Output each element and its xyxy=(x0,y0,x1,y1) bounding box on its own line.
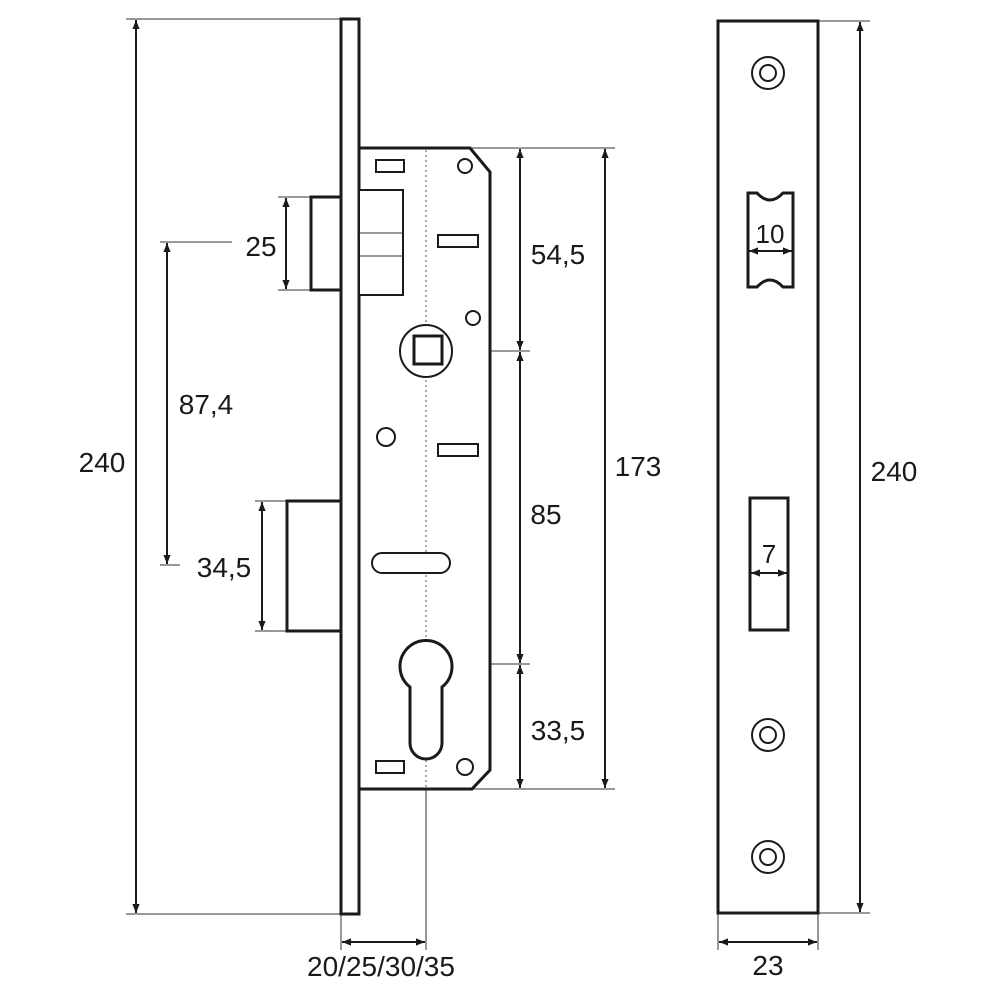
screw-hole-bottom xyxy=(751,840,785,874)
label-body-height: 173 xyxy=(615,451,662,482)
label-backset: 20/25/30/35 xyxy=(307,951,455,982)
bolt-slot xyxy=(746,191,795,289)
lock-case xyxy=(357,146,492,791)
bolt-mechanism xyxy=(358,189,404,296)
faceplate-side xyxy=(339,17,361,916)
label-top-to-handle: 54,5 xyxy=(531,239,586,270)
slot-long xyxy=(371,552,451,574)
label-bolt-height: 25 xyxy=(245,231,276,262)
screw-hole-middle xyxy=(751,718,785,752)
label-bolt-slot-width: 10 xyxy=(756,219,785,249)
slot-bottom xyxy=(375,760,405,774)
slot-top xyxy=(375,159,405,173)
faceplate-front xyxy=(716,19,820,915)
label-latch-height: 34,5 xyxy=(197,552,252,583)
hole-bottom xyxy=(456,758,474,776)
spindle-square-hole xyxy=(412,334,444,366)
cylinder-profile-hole xyxy=(398,639,454,761)
label-latch-slot-width: 7 xyxy=(762,539,776,569)
slot-upper xyxy=(437,234,479,248)
latch-bolt xyxy=(285,499,345,633)
label-handle-to-cylinder: 85 xyxy=(530,499,561,530)
label-total-height: 240 xyxy=(79,447,126,478)
hole-middle xyxy=(376,427,396,447)
slot-middle xyxy=(437,443,479,457)
label-fp-width: 23 xyxy=(752,950,783,981)
lock-body-side-view: 240 25 87,4 34,5 54,5 85 33,5 173 20/25/… xyxy=(79,17,662,982)
latch-slot xyxy=(748,496,790,632)
dead-bolt xyxy=(309,195,345,292)
hole-upper xyxy=(465,310,481,326)
label-cylinder-to-bottom: 33,5 xyxy=(531,715,586,746)
screw-hole-top xyxy=(751,56,785,90)
label-fp-total-height: 240 xyxy=(871,456,918,487)
label-latch-to-bolt: 87,4 xyxy=(179,389,234,420)
hole-top xyxy=(457,158,473,174)
faceplate-front-view: 10 7 240 23 xyxy=(716,19,918,981)
